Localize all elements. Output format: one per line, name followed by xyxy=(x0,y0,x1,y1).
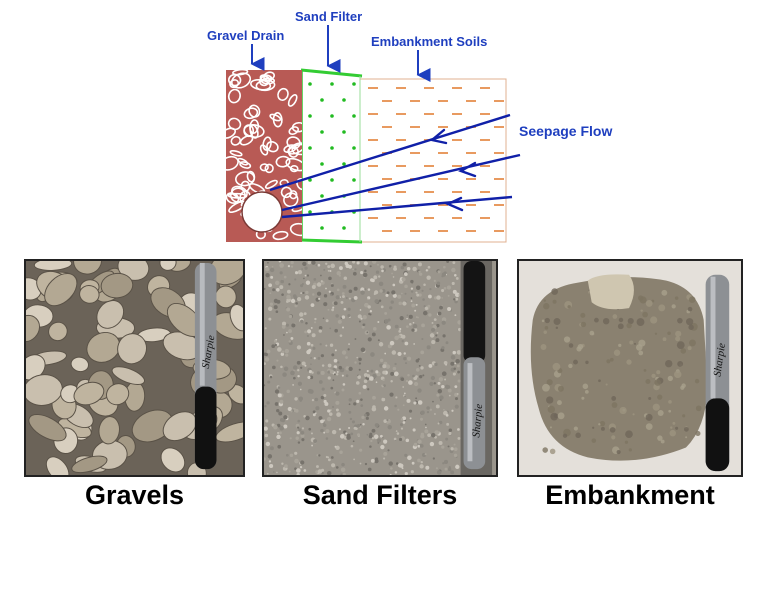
sand-filters-photo: Sharpie xyxy=(262,259,498,477)
sharpie-marker: Sharpie xyxy=(705,274,730,472)
marker-brand-text: Sharpie xyxy=(200,334,218,369)
embankment-photo: Sharpie xyxy=(517,259,743,477)
embankment-soils-label: Embankment Soils xyxy=(371,34,487,49)
gravels-caption: Gravels xyxy=(84,480,185,510)
gravel-drain-label: Gravel Drain xyxy=(207,28,284,43)
sharpie-marker: Sharpie xyxy=(194,262,218,470)
sand-filter-label: Sand Filter xyxy=(295,9,362,24)
marker-brand-text: Sharpie xyxy=(711,342,728,377)
seepage-line-3 xyxy=(281,195,513,219)
seepage-arrowhead-3 xyxy=(445,196,464,212)
marker-brand-text: Sharpie xyxy=(470,403,485,438)
seepage-flow-arrowheads xyxy=(429,128,477,212)
soil-clump xyxy=(530,277,708,461)
seepage-flow-lines xyxy=(269,113,521,219)
seepage-line-1 xyxy=(269,113,511,192)
drain-pipe xyxy=(241,191,283,233)
gravels-photo: Sharpie xyxy=(24,259,245,477)
sharpie-marker: Sharpie xyxy=(460,261,493,475)
drain-filter-diagram: Gravel Drain Sand Filter Embankment Soil… xyxy=(207,9,612,244)
sand-filter-texture xyxy=(308,82,356,230)
seepage-arrowhead-2 xyxy=(458,161,477,178)
embankment-caption: Embankment xyxy=(545,480,715,510)
embankment-soils-zone xyxy=(359,78,507,243)
seepage-arrowhead-1 xyxy=(429,128,448,145)
seepage-line-2 xyxy=(281,153,521,212)
sand-filters-caption: Sand Filters xyxy=(302,480,458,510)
seepage-flow-label: Seepage Flow xyxy=(519,123,612,139)
sand-filter-zone xyxy=(302,70,360,242)
